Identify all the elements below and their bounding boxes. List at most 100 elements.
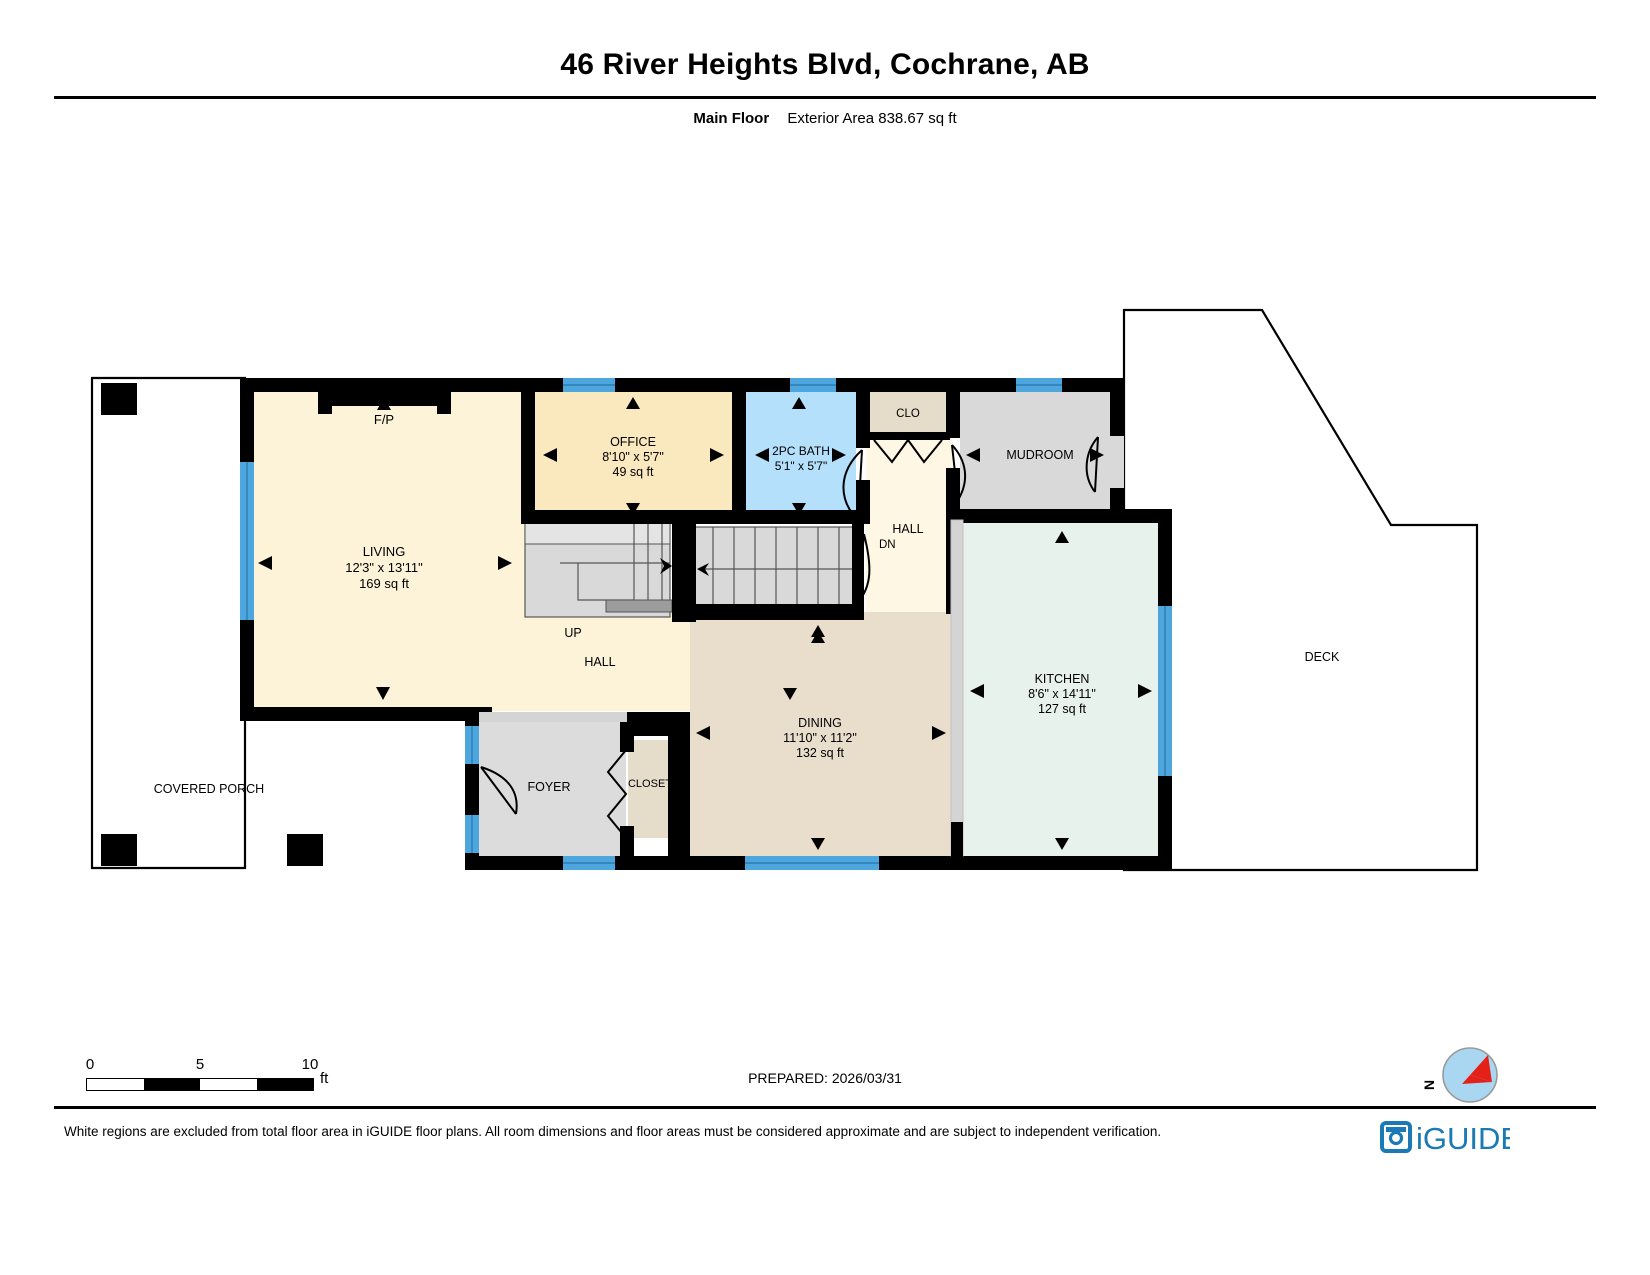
disclaimer-text: White regions are excluded from total fl… — [64, 1124, 1162, 1139]
scale-tick-5: 5 — [195, 1056, 205, 1073]
wall-mudroom-bottom — [948, 509, 1172, 523]
scale-bar-segments — [86, 1078, 314, 1091]
label-covered-porch-name: COVERED PORCH — [154, 782, 264, 796]
label-clo-name: CLO — [896, 408, 920, 420]
deck-area — [1122, 308, 1479, 872]
stairs-up-treads — [560, 522, 670, 612]
office-fill — [534, 391, 732, 510]
label-dn: DN — [879, 539, 896, 551]
title-divider — [54, 96, 1596, 99]
scale-segment-3 — [200, 1079, 257, 1090]
wall-hall-mud-divider — [946, 378, 960, 392]
wall-stair-top — [672, 512, 696, 622]
label-kitchen-name: KITCHEN — [1035, 672, 1090, 686]
door-swings — [480, 436, 1099, 839]
closet-fill — [628, 740, 670, 838]
label-bath-dims: 5'1" x 5'7" — [775, 459, 827, 473]
stairs-up-direction-arrow — [660, 558, 672, 574]
wall-clo-mudroom — [946, 378, 960, 438]
wall-stair-bottom — [672, 604, 864, 620]
window-foyer-sidelight-bottom — [465, 815, 479, 853]
stairs-dn-direction-arrow — [697, 563, 709, 576]
window-mudroom-top — [1016, 378, 1062, 392]
room-label-texts: F/P LIVING 12'3" x 13'11" 169 sq ft OFFI… — [154, 408, 1340, 796]
hall-upper-fill — [866, 435, 952, 612]
porch-post-se — [287, 834, 323, 866]
iguide-logo-text: iGUIDE — [1416, 1121, 1510, 1156]
window-bath-top — [790, 378, 836, 392]
compass-needle-shade — [1462, 1075, 1492, 1084]
label-dining-area: 132 sq ft — [796, 746, 844, 760]
mudroom-door-alcove — [1098, 432, 1124, 492]
covered-porch-area — [90, 376, 247, 870]
label-mudroom-name: MUDROOM — [1006, 448, 1073, 462]
wall-closet-top — [620, 712, 690, 736]
label-foyer-name: FOYER — [527, 780, 570, 794]
label-closet-name: CLOSET — [628, 778, 672, 790]
label-living-dims: 12'3" x 13'11" — [345, 560, 423, 575]
floor-label: Main Floor — [693, 110, 770, 127]
compass-needle-red — [1470, 1055, 1492, 1082]
dining-fill — [690, 612, 955, 862]
stairs-up-rail — [605, 599, 673, 613]
label-living-area: 169 sq ft — [359, 576, 409, 591]
scale-tick-labels: 0 5 10 — [86, 1056, 336, 1076]
page-title: 46 River Heights Blvd, Cochrane, AB — [560, 48, 1090, 81]
wall-mudroom-right — [1110, 378, 1124, 436]
exterior-area-label: Exterior Area 838.67 sq ft — [787, 110, 957, 127]
window-dining-bottom — [745, 856, 879, 870]
wall-dining-kitchen-lower — [951, 822, 963, 862]
wall-stair-right — [852, 512, 864, 620]
window-foyer-sidelight-top — [465, 726, 479, 764]
label-dining-dims: 11'10" x 11'2" — [783, 731, 857, 745]
porch-post-nw — [101, 383, 137, 415]
iguide-logo-icon — [1380, 1121, 1412, 1153]
scale-tick-10: 10 — [301, 1056, 319, 1073]
view-direction-arrows — [258, 397, 1152, 850]
window-kitchen-right — [1158, 606, 1172, 776]
wall-office-bath — [732, 378, 746, 524]
label-fp: F/P — [374, 412, 394, 427]
label-deck-name: DECK — [1305, 650, 1340, 664]
wall-top-exterior — [240, 378, 1124, 392]
footer-divider — [54, 1106, 1596, 1109]
clo-fill — [870, 391, 948, 435]
scale-tick-0: 0 — [85, 1056, 95, 1073]
label-hall-upper-name: HALL — [892, 522, 923, 536]
scale-segment-4 — [256, 1079, 313, 1090]
wall-dining-kitchen — [950, 519, 964, 857]
label-bath-name: 2PC BATH — [772, 444, 830, 458]
iguide-logo[interactable]: iGUIDE — [1380, 1117, 1510, 1159]
wall-living-bottom — [240, 707, 492, 721]
label-dining-name: DINING — [798, 716, 842, 730]
prepared-date: PREPARED: 2026/03/31 — [748, 1070, 902, 1086]
wall-bath-hall — [856, 378, 870, 448]
label-kitchen-area: 127 sq ft — [1038, 702, 1086, 716]
label-office-area: 49 sq ft — [613, 465, 655, 479]
label-hall-lower-name: HALL — [584, 655, 615, 669]
floor-subtitle: Main Floor Exterior Area 838.67 sq ft — [0, 110, 1650, 127]
compass-north-label: N — [1421, 1080, 1437, 1090]
compass-rose: N — [1421, 1047, 1498, 1103]
scale-segment-2 — [143, 1079, 200, 1090]
wall-bath-bottom — [732, 510, 862, 524]
wall-office-bottom — [521, 510, 737, 524]
wall-foyer-top — [479, 712, 627, 722]
label-kitchen-dims: 8'6" x 14'11" — [1028, 687, 1096, 701]
label-living-name: LIVING — [363, 544, 406, 559]
stairs-dn-treads — [700, 527, 858, 611]
living-room-fill — [252, 391, 525, 711]
wall-clo-bottom — [866, 432, 950, 440]
wall-closet-right — [668, 712, 690, 868]
window-office-top — [563, 378, 615, 392]
label-office-dims: 8'10" x 5'7" — [602, 450, 664, 464]
scale-segment-1 — [87, 1079, 144, 1090]
scale-bar: 0 5 10 ft — [86, 1056, 336, 1091]
wall-living-office — [521, 378, 535, 518]
window-foyer-bottom — [563, 856, 615, 870]
porch-post-sw — [101, 834, 137, 866]
kitchen-fill — [962, 521, 1167, 861]
scale-unit-label: ft — [320, 1070, 329, 1087]
